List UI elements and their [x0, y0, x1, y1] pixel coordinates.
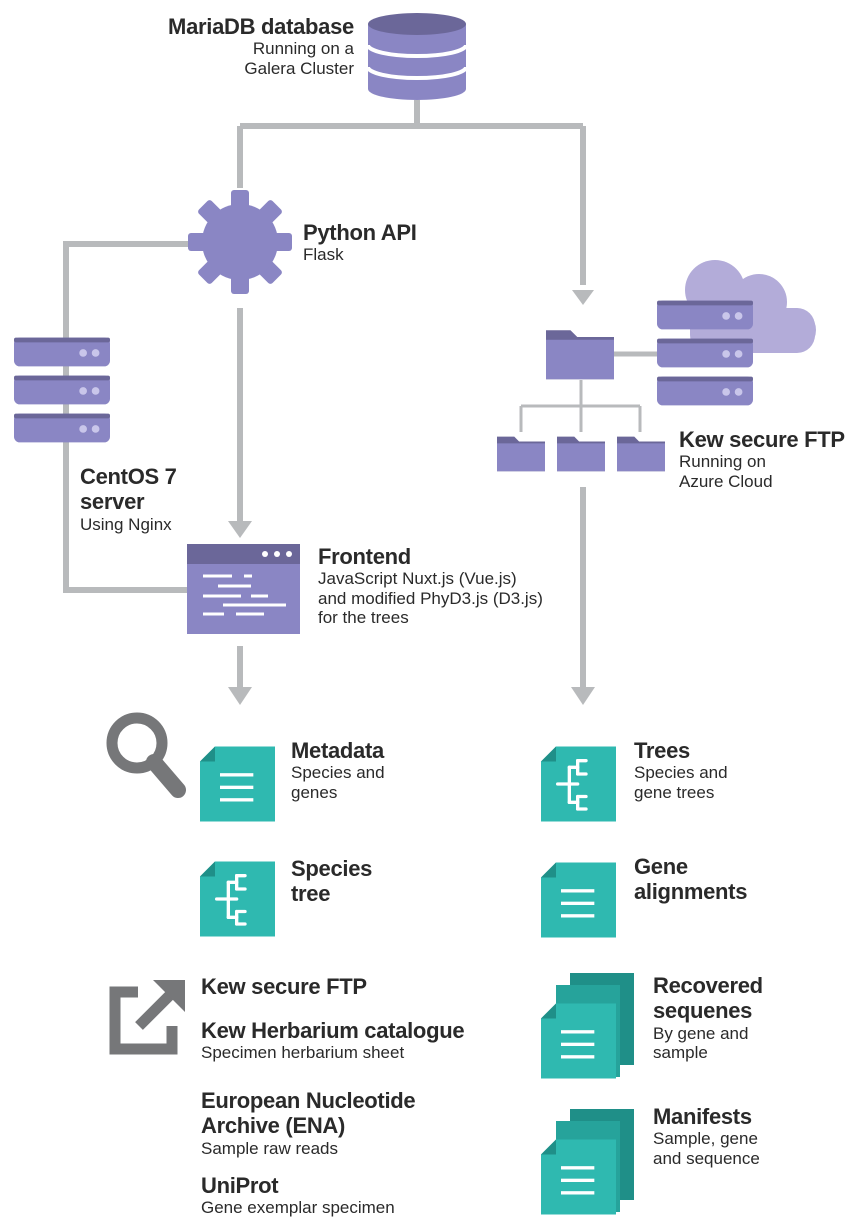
alignments-title: alignments: [634, 879, 748, 905]
recovered-label: Recovered sequenes By gene and sample: [653, 973, 763, 1063]
api-subtitle: Flask: [303, 245, 344, 265]
folder-icon-child: [497, 436, 545, 472]
arrowheads: [228, 290, 595, 705]
api-title: Python API: [303, 220, 417, 245]
arrowhead-left-outputs: [228, 687, 252, 705]
recovered-title: sequenes: [653, 998, 753, 1024]
link-uniprot[interactable]: UniProt Gene exemplar specimen: [201, 1173, 395, 1218]
database-title: MariaDB database: [168, 14, 354, 39]
ftp-subtitle: Azure Cloud: [679, 471, 773, 491]
species-tree-label: Species tree: [291, 856, 372, 907]
server-subtitle: Using Nginx: [80, 514, 172, 534]
metadata-subtitle: Species and: [291, 763, 385, 783]
api-label: Python API Flask: [303, 220, 417, 265]
frontend-label: Frontend JavaScript Nuxt.js (Vue.js) and…: [318, 544, 543, 628]
link-title[interactable]: Archive (ENA): [201, 1113, 346, 1139]
database-subtitle: Galera Cluster: [244, 58, 354, 78]
manifests-label: Manifests Sample, gene and sequence: [653, 1104, 760, 1168]
species-tree-title: tree: [291, 881, 331, 907]
arrowhead-ftp: [572, 290, 594, 305]
browser-window-icon: [187, 544, 300, 634]
manifests-title: Manifests: [653, 1104, 752, 1129]
document-stack-icon-recovered: [541, 973, 634, 1079]
trees-subtitle: Species and: [634, 763, 728, 783]
folder-icon-child: [557, 436, 605, 472]
alignments-label: Gene alignments: [634, 854, 747, 905]
link-kew-herbarium[interactable]: Kew Herbarium catalogue Specimen herbari…: [201, 1018, 465, 1063]
manifests-subtitle: Sample, gene: [653, 1129, 758, 1149]
gear-icon: [188, 190, 292, 294]
document-icon-alignments: [541, 862, 616, 938]
metadata-label: Metadata Species and genes: [291, 738, 385, 802]
magnifier-icon: [106, 712, 186, 798]
frontend-subtitle: JavaScript Nuxt.js (Vue.js): [318, 569, 517, 589]
document-icon-metadata: [200, 746, 275, 822]
server-icon: [14, 337, 110, 443]
link-ena[interactable]: European Nucleotide Archive (ENA) Sample…: [201, 1088, 416, 1158]
frontend-title: Frontend: [318, 544, 411, 569]
recovered-subtitle: sample: [653, 1043, 708, 1063]
database-subtitle: Running on a: [252, 39, 354, 59]
external-link-icon: [109, 980, 185, 1055]
species-tree-title: Species: [291, 856, 373, 881]
link-title[interactable]: UniProt: [201, 1173, 279, 1198]
ftp-title: Kew secure FTP: [679, 427, 845, 452]
link-kew-ftp[interactable]: Kew secure FTP: [201, 974, 367, 999]
manifests-subtitle: and sequence: [653, 1148, 760, 1168]
server-label: CentOS 7 server Using Nginx: [80, 464, 177, 534]
folder-icon-child: [617, 436, 665, 472]
frontend-subtitle: and modified PhyD3.js (D3.js): [318, 588, 543, 608]
recovered-subtitle: By gene and: [653, 1023, 749, 1043]
ftp-subtitle: Running on: [679, 452, 766, 472]
cloud-server-icon: [657, 300, 753, 406]
arrowhead-frontend: [228, 521, 252, 538]
ftp-label: Kew secure FTP Running on Azure Cloud: [679, 427, 845, 491]
database-icon: [366, 13, 468, 100]
frontend-subtitle: for the trees: [318, 608, 409, 628]
tree-document-icon-trees: [541, 744, 616, 824]
arrowhead-right-outputs: [571, 687, 595, 705]
document-stack-icon-manifests: [541, 1109, 634, 1215]
link-title[interactable]: European Nucleotide: [201, 1088, 416, 1113]
folder-tree: [497, 330, 665, 472]
tree-document-icon-species: [200, 859, 275, 939]
metadata-subtitle: genes: [291, 782, 338, 802]
recovered-title: Recovered: [653, 973, 763, 998]
link-subtitle: Sample raw reads: [201, 1138, 339, 1158]
alignments-title: Gene: [634, 854, 688, 879]
metadata-title: Metadata: [291, 738, 384, 763]
link-subtitle: Gene exemplar specimen: [201, 1198, 395, 1218]
server-title: server: [80, 489, 145, 515]
link-title[interactable]: Kew Herbarium catalogue: [201, 1018, 465, 1043]
server-title: CentOS 7: [80, 464, 177, 489]
trees-title: Trees: [634, 738, 690, 763]
trees-subtitle: gene trees: [634, 782, 715, 802]
database-label: MariaDB database Running on a Galera Clu…: [168, 14, 354, 78]
folder-icon-parent: [546, 330, 614, 380]
trees-label: Trees Species and gene trees: [634, 738, 728, 802]
link-title[interactable]: Kew secure FTP: [201, 974, 367, 999]
link-subtitle: Specimen herbarium sheet: [201, 1043, 405, 1063]
